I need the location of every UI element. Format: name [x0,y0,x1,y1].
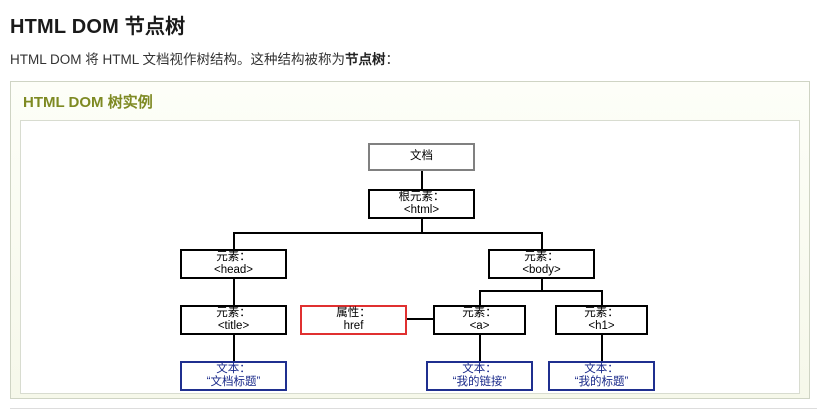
intro-text-prefix: HTML DOM 将 HTML 文档视作树结构。这种结构被称为 [10,52,345,67]
dom-tree: 文档 根元素： <html> 元素： <head> 元素： <body> 元素：… [21,121,799,393]
connector-h1-to-text [601,335,603,362]
connector-body-down [541,279,543,292]
dom-tree-canvas: 文档 根元素： <html> 元素： <head> 元素： <body> 元素：… [20,120,800,395]
intro-text-suffix: ： [385,52,400,67]
node-h1-line1: 元素： [584,306,619,319]
node-anchor[interactable]: 元素： <a> [433,305,526,336]
node-h1[interactable]: 元素： <h1> [555,305,648,336]
connector-to-h1 [601,290,603,306]
connector-root-down [421,219,423,234]
node-attribute-href-line1: 属性： [336,306,371,319]
node-text-link-line2: “我的链接” [452,376,507,389]
node-head[interactable]: 元素： <head> [180,249,287,280]
node-text-title-line2: “文档标题” [206,376,261,389]
connector-to-body [541,232,543,250]
connector-to-head [233,232,235,250]
node-root-html-line1: 根元素： [398,190,445,203]
connector-to-anchor [479,290,481,306]
node-body-line2: <body> [522,264,561,277]
node-title[interactable]: 元素： <title> [180,305,287,336]
connector-href-to-anchor [407,318,433,321]
node-h1-line2: <h1> [588,320,615,333]
example-heading: HTML DOM 树实例 [23,94,153,112]
connector-title-to-text [233,335,235,362]
connector-root-branch [233,232,543,235]
node-head-line1: 元素： [216,250,251,263]
intro-paragraph: HTML DOM 将 HTML 文档视作树结构。这种结构被称为节点树： [10,51,817,69]
connector-head-to-title [233,279,235,306]
node-title-line1: 元素： [216,306,251,319]
node-text-link[interactable]: 文本： “我的链接” [426,361,533,392]
page-title: HTML DOM 节点树 [10,16,186,38]
node-document-line1: 文档 [410,150,433,163]
node-document[interactable]: 文档 [368,143,475,172]
node-root-html-line2: <html> [403,204,440,217]
node-body[interactable]: 元素： <body> [488,249,595,280]
intro-text-bold: 节点树 [345,52,386,67]
connector-anchor-to-text [479,335,481,362]
node-anchor-line1: 元素： [462,306,497,319]
node-attribute-href-line2: href [343,320,364,333]
node-text-title-line1: 文本： [216,362,251,375]
node-text-h1-line1: 文本： [584,362,619,375]
node-text-title[interactable]: 文本： “文档标题” [180,361,287,392]
connector-document-to-root [421,171,423,190]
node-text-h1-line2: “我的标题” [574,376,629,389]
example-panel: HTML DOM 树实例 文档 [10,81,810,400]
node-head-line2: <head> [213,264,253,277]
node-text-h1[interactable]: 文本： “我的标题” [548,361,655,392]
connector-body-branch [479,290,603,293]
node-attribute-href[interactable]: 属性： href [300,305,407,336]
page-container: HTML DOM 节点树 HTML DOM 将 HTML 文档视作树结构。这种结… [10,16,817,400]
node-title-line2: <title> [217,320,250,333]
node-anchor-line2: <a> [469,320,490,333]
node-text-link-line1: 文本： [462,362,497,375]
node-root-html[interactable]: 根元素： <html> [368,189,475,220]
node-body-line1: 元素： [524,250,559,263]
